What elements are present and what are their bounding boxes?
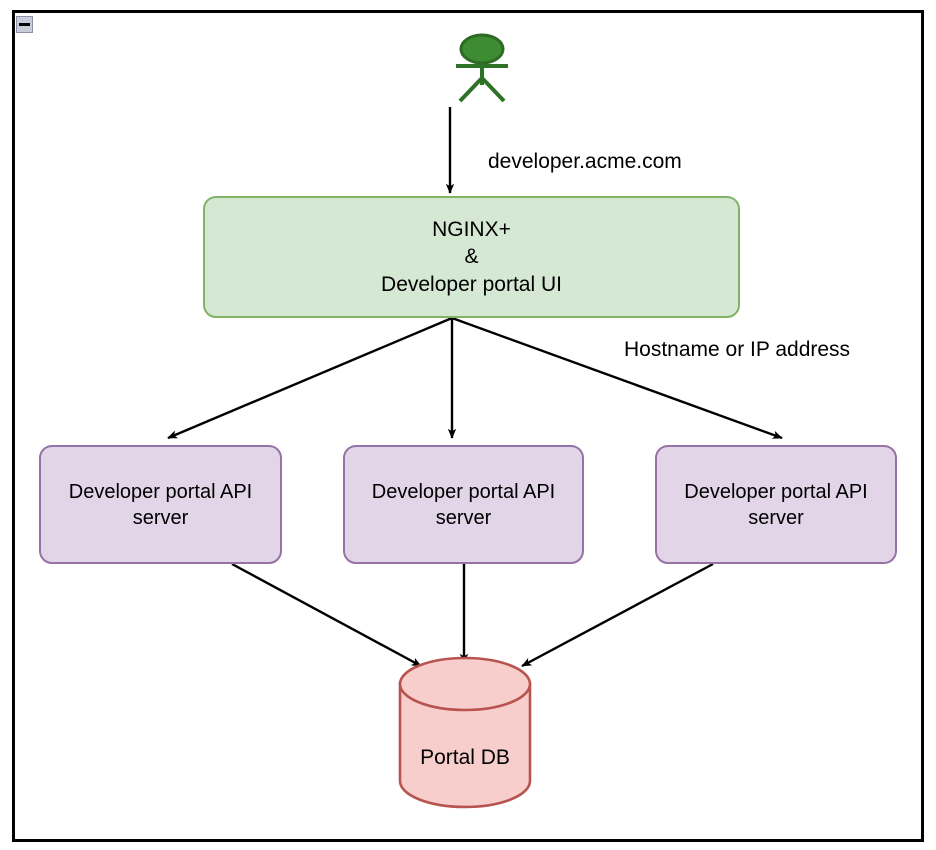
node-nginx-gateway-line3: Developer portal UI bbox=[381, 272, 562, 296]
node-api-server-right[interactable]: Developer portal API server bbox=[655, 445, 897, 564]
node-database-label: Portal DB bbox=[420, 746, 510, 769]
node-api-server-center[interactable]: Developer portal API server bbox=[343, 445, 584, 564]
node-api-server-right-text: Developer portal API server bbox=[684, 479, 867, 531]
node-api-server-left[interactable]: Developer portal API server bbox=[39, 445, 282, 564]
node-api-server-center-text: Developer portal API server bbox=[372, 479, 555, 531]
node-api-server-left-line1: Developer portal API bbox=[68, 480, 253, 503]
node-nginx-gateway-text: NGINX+ & Developer portal UI bbox=[381, 216, 562, 298]
node-api-server-left-line2: server bbox=[132, 506, 189, 529]
node-api-server-left-text: Developer portal API server bbox=[69, 479, 252, 531]
node-api-server-right-line1: Developer portal API bbox=[684, 480, 868, 503]
collapse-toggle-button[interactable] bbox=[16, 16, 33, 33]
diagram-frame bbox=[12, 10, 924, 842]
node-nginx-gateway[interactable]: NGINX+ & Developer portal UI bbox=[203, 196, 740, 318]
edge-label-developer-acme-com: developer.acme.com bbox=[488, 150, 682, 173]
node-api-server-center-line1: Developer portal API bbox=[371, 480, 556, 503]
minus-icon bbox=[19, 23, 30, 26]
node-api-server-center-line2: server bbox=[435, 506, 492, 529]
node-nginx-gateway-line2: & bbox=[464, 245, 479, 269]
node-api-server-right-line2: server bbox=[748, 506, 804, 529]
node-nginx-gateway-line1: NGINX+ bbox=[432, 218, 511, 242]
edge-label-hostname-or-ip: Hostname or IP address bbox=[624, 338, 851, 361]
